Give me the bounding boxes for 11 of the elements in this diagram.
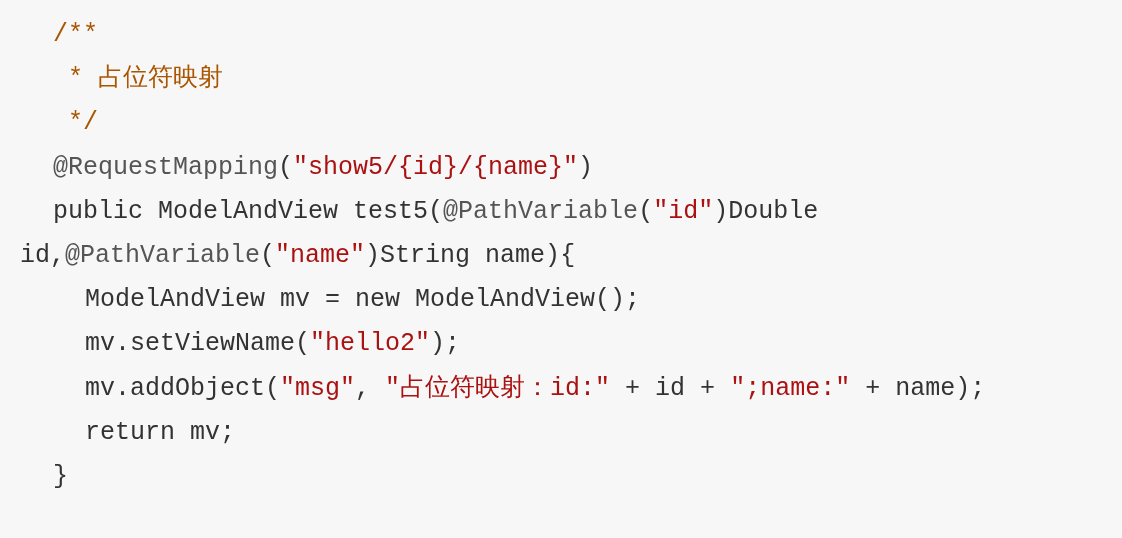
code-line: * 占位符映射 [67,64,223,95]
code-line: mv.setViewName("hello2"); [85,329,461,360]
code-line: /** [53,20,98,50]
code-line: ModelAndView mv = new ModelAndView(); [85,285,641,316]
code-line: @RequestMapping("show5/{id}/{name}") [53,152,594,183]
code-line: public ModelAndView test5(@PathVariable("id")Double [53,196,819,227]
code-line: */ [67,108,98,139]
code-line: return mv; [85,417,236,448]
code-line: mv.addObject("msg", "占位符映射：id:" + id + ";name:" + name); [85,373,986,404]
code-line: id,@PathVariable("name")String name){ [20,241,576,271]
code-line: } [53,462,68,492]
